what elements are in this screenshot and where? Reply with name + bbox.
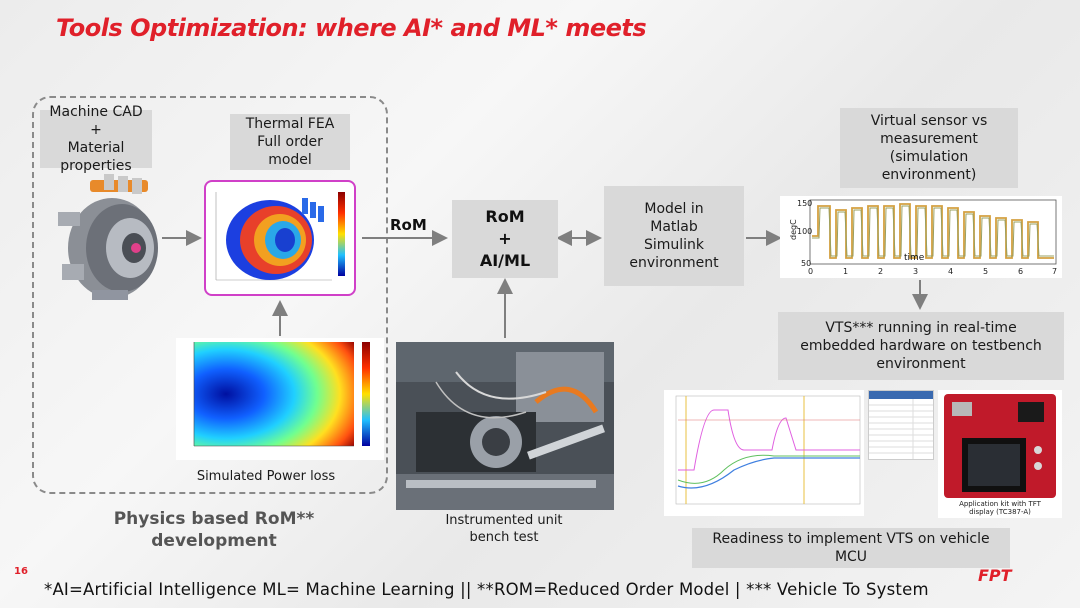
chart-xtick-1: 1 xyxy=(843,267,848,276)
board-caption: Application kit with TFT display (TC387-… xyxy=(959,500,1041,516)
chart-xtick-2: 2 xyxy=(878,267,883,276)
chart-xtick-5: 5 xyxy=(983,267,988,276)
rom-box-line2: + xyxy=(498,229,512,248)
simulink-box: Model in Matlab Simulink environment xyxy=(604,186,744,286)
chart-xlabel: time xyxy=(904,253,925,263)
footer-footnote: *AI=Artificial Intelligence ML= Machine … xyxy=(44,580,929,599)
chart-xtick-4: 4 xyxy=(948,267,953,276)
physics-rom-region xyxy=(32,96,388,494)
slide-title: Tools Optimization: where AI* and ML* me… xyxy=(56,14,647,42)
power-loss-heatmap xyxy=(176,338,384,460)
vts-variable-table xyxy=(868,390,934,460)
thermal-fea-image xyxy=(204,180,356,296)
rom-box-line1: RoM xyxy=(485,207,525,226)
chart-xtick-7: 7 xyxy=(1052,267,1057,276)
virtual-sensor-label: Virtual sensor vs measurement (simulatio… xyxy=(840,108,1018,188)
machine-cad-image xyxy=(52,172,164,304)
chart-ytick-2: 50 xyxy=(801,259,811,268)
rom-arrow-label: RoM xyxy=(390,216,427,234)
chart-xtick-3: 3 xyxy=(913,267,918,276)
chart-xtick-6: 6 xyxy=(1018,267,1023,276)
fea-label: Thermal FEA Full order model xyxy=(230,114,350,170)
bench-test-photo xyxy=(396,342,614,510)
chart-xtick-0: 0 xyxy=(808,267,813,276)
readiness-label: Readiness to implement VTS on vehicle MC… xyxy=(692,528,1010,568)
physics-caption: Physics based RoM** development xyxy=(113,509,315,551)
power-loss-caption: Simulated Power loss xyxy=(196,469,336,484)
chart-ytick-1: 100 xyxy=(797,227,812,236)
rom-aiml-box: RoM + AI/ML xyxy=(452,200,558,278)
application-kit-photo: Application kit with TFT display (TC387-… xyxy=(938,390,1062,518)
chart-ytick-0: 150 xyxy=(797,199,812,208)
brand-logo: FPT xyxy=(978,566,1012,585)
vts-label: VTS*** running in real-time embedded har… xyxy=(778,312,1064,380)
rom-box-line3: AI/ML xyxy=(479,251,531,270)
bench-caption: Instrumented unit bench test xyxy=(445,513,563,545)
vts-traces-plot xyxy=(664,390,864,516)
page-number: 16 xyxy=(14,566,28,577)
virtual-sensor-chart: degC 150 100 50 0 1 2 3 4 5 6 7 time xyxy=(780,196,1062,278)
chart-ylabel: degC xyxy=(789,219,798,240)
